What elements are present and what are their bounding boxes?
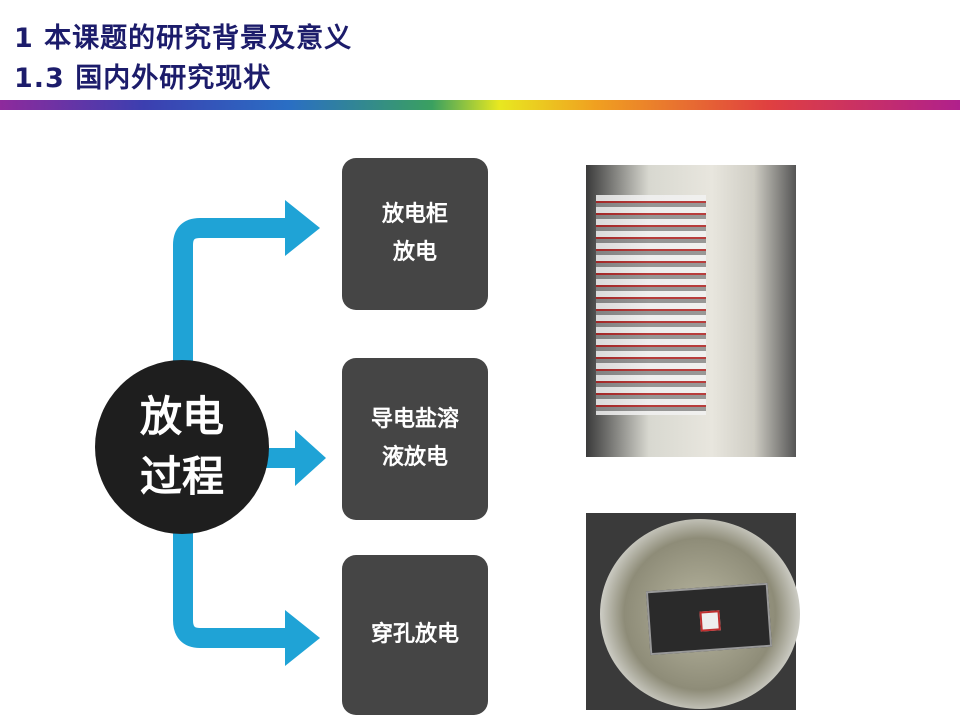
arrow-bottom — [173, 520, 290, 648]
arrowhead-bottom — [285, 610, 320, 666]
box-puncture-discharge: 穿孔放电 — [342, 555, 488, 715]
arrowhead-middle — [295, 430, 326, 486]
box-label-line1: 穿孔放电 — [370, 622, 459, 647]
salt-solution-dish-photo — [586, 513, 800, 710]
box-salt-solution-discharge: 导电盐溶 液放电 — [342, 358, 488, 520]
discharge-cabinet-photo — [586, 165, 796, 457]
box-cabinet-discharge: 放电柜 放电 — [342, 158, 488, 310]
box-label-line1: 放电柜 — [381, 202, 448, 227]
section-title: 1 本课题的研究背景及意义 — [14, 23, 353, 54]
hub-label-line2: 过程 — [139, 452, 224, 501]
box-label-line1: 导电盐溶 — [370, 407, 459, 432]
subsection-title: 1.3 国内外研究现状 — [14, 63, 272, 94]
hub-label-line1: 放电 — [139, 392, 224, 441]
arrowhead-top — [285, 200, 320, 256]
hub-discharge-process: 放电 过程 — [95, 360, 269, 534]
arrow-top — [173, 218, 290, 370]
box-label-line2: 液放电 — [381, 445, 448, 470]
box-label-line2: 放电 — [392, 240, 437, 265]
rainbow-divider — [0, 100, 960, 110]
